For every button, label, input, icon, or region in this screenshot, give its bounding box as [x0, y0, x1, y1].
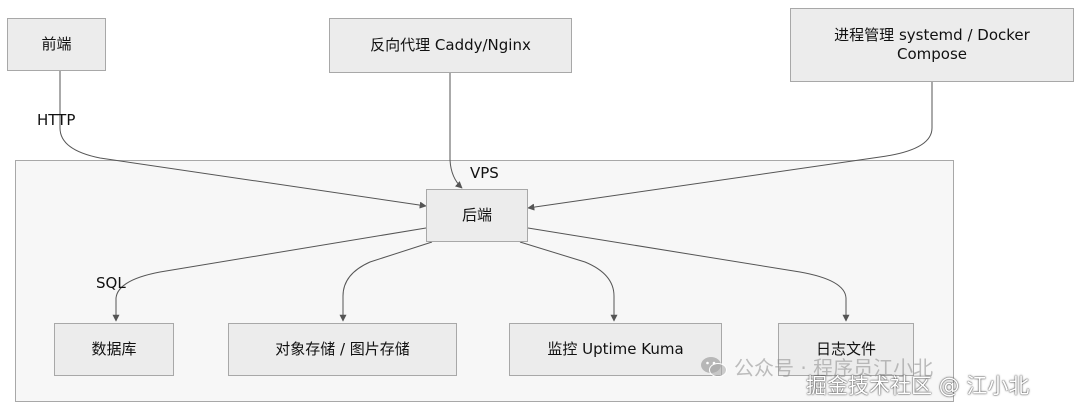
- edge-frontend-backend: [59, 71, 427, 209]
- node-database: 数据库: [54, 323, 174, 376]
- node-frontend: 前端: [7, 18, 106, 71]
- edge-label-sql: SQL: [96, 274, 126, 292]
- juejin-watermark: 掘金技术社区 @ 江小北: [806, 374, 1030, 398]
- edge-label-http: HTTP: [37, 111, 76, 129]
- node-monitoring: 监控 Uptime Kuma: [509, 323, 722, 376]
- node-reverse-proxy: 反向代理 Caddy/Nginx: [329, 18, 572, 73]
- wechat-watermark-text: 公众号 · 程序员江小北: [734, 356, 934, 380]
- node-process-manager: 进程管理 systemd / Docker Compose: [790, 8, 1074, 82]
- node-log-files: 日志文件: [778, 323, 914, 376]
- wechat-watermark: 公众号 · 程序员江小北: [700, 352, 933, 381]
- wechat-icon: [700, 355, 728, 379]
- node-backend: 后端: [426, 189, 528, 242]
- edge-backend-logs: [527, 227, 850, 322]
- edge-backend-database: [112, 227, 427, 322]
- edge-backend-monitor: [519, 241, 618, 322]
- node-object-storage: 对象存储 / 图片存储: [228, 323, 457, 376]
- edge-backend-storage: [339, 241, 433, 322]
- edge-process-manager-backend: [527, 82, 933, 211]
- edge-proxy-backend: [449, 73, 463, 189]
- vps-cluster-label: VPS: [470, 164, 499, 182]
